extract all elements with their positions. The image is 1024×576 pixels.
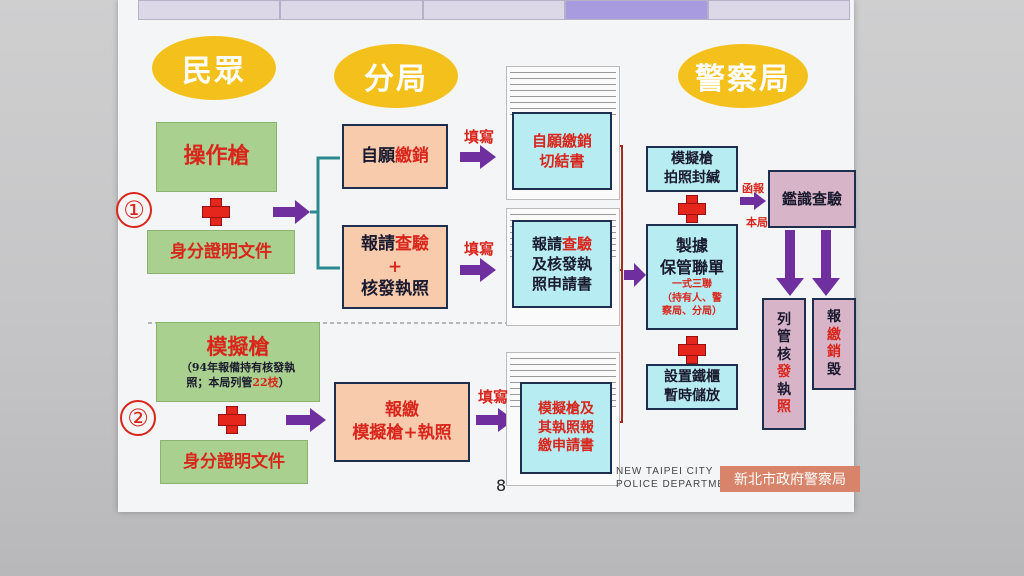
header-people-label: 民眾 <box>182 54 246 89</box>
box-surrender-destroy: 報繳銷毀 <box>812 298 856 390</box>
imitation-note-line1: （94年報備持有核發執 <box>180 361 296 375</box>
box-receipt: 製據 保管聯單 一式三聯 （持有人、警 察局、分局） <box>646 224 738 330</box>
list-char: 執 <box>777 381 791 398</box>
imitation-note-line2: 照；本局列管22枝） <box>186 376 289 391</box>
receipt-line2: 保管聯單 <box>659 257 724 277</box>
forward-label-1: 函報 <box>742 182 764 195</box>
form3-line1: 模擬槍及 <box>538 400 594 417</box>
step-marker-2-text: ② <box>127 404 149 432</box>
tab-strip-cell <box>280 0 423 20</box>
apply-red: 查驗 <box>395 233 429 254</box>
vol-prefix: 自願 <box>361 146 395 167</box>
box-form-inspection: 報請查驗 及核發執 照申請書 <box>512 220 612 308</box>
box-cabinet: 設置鐵櫃 暫時儲放 <box>646 364 738 410</box>
plus-icon <box>678 336 706 364</box>
form3-line3: 繳申請書 <box>538 438 594 455</box>
photo-line2: 拍照封緘 <box>664 170 720 186</box>
receipt-small1: 一式三聯 <box>672 279 712 291</box>
imitation-gun-label: 模擬槍 <box>206 333 270 359</box>
list-char: 照 <box>777 399 791 415</box>
dept-cn-banner: 新北市政府警察局 <box>720 466 860 492</box>
report-line2: 模擬槍+執照 <box>352 423 452 443</box>
inspect-label: 鑑識查驗 <box>781 189 842 208</box>
box-id-doc-2: 身分證明文件 <box>160 440 308 484</box>
list-char: 管 <box>777 329 791 345</box>
form2-line1: 報請查驗 <box>532 234 592 254</box>
destroy-char: 繳 <box>827 326 841 343</box>
box-report-surrender: 報繳 模擬槍+執照 <box>334 382 470 462</box>
header-hq: 警察局 <box>678 44 808 108</box>
tab-strip-cell <box>707 0 851 20</box>
top-tab-strip <box>138 0 851 20</box>
id-doc-1-label: 身分證明文件 <box>170 241 272 262</box>
box-photo-seal: 模擬槍 拍照封緘 <box>646 146 738 192</box>
destroy-char: 報 <box>827 309 841 325</box>
report-line1: 報繳 <box>385 400 419 421</box>
fill-label-2: 填寫 <box>464 240 495 258</box>
header-branch-label: 分局 <box>364 62 428 97</box>
cabinet-line2: 暫時儲放 <box>664 388 720 404</box>
form1-line1: 自願繳銷 <box>531 131 592 150</box>
header-hq-label: 警察局 <box>695 62 791 97</box>
apply-line3: 核發執照 <box>361 279 429 300</box>
step-marker-1-text: ① <box>123 196 145 224</box>
vol-red: 繳銷 <box>395 146 429 167</box>
box-operating-gun: 操作槍 <box>156 122 277 192</box>
operating-gun-label: 操作槍 <box>183 143 250 170</box>
header-people: 民眾 <box>152 36 276 100</box>
list-char: 列 <box>777 311 791 328</box>
step-marker-1: ① <box>116 192 152 228</box>
tab-strip-cell-active <box>565 0 708 20</box>
header-branch: 分局 <box>334 44 458 108</box>
dept-en-line2: POLICE DEPARTMENT <box>616 478 741 490</box>
list-char: 發 <box>777 364 791 380</box>
form2-red: 查驗 <box>562 234 593 253</box>
apply-prefix: 報請 <box>361 233 395 254</box>
fill-label-1: 填寫 <box>464 128 495 146</box>
plus-icon <box>678 195 706 223</box>
plus-icon <box>202 198 230 226</box>
form2-line2: 及核發執 <box>531 254 592 273</box>
cabinet-line1: 設置鐵櫃 <box>664 369 720 386</box>
dept-en-line1: NEW TAIPEI CITY <box>616 466 714 477</box>
box-form-voluntary: 自願繳銷 切結書 <box>512 112 612 190</box>
receipt-small2: （持有人、警 <box>662 292 722 304</box>
forward-label-2: 本局 <box>746 216 768 229</box>
box-forensic-inspection: 鑑識查驗 <box>768 170 856 228</box>
box-imitation-gun: 模擬槍 （94年報備持有核發執 照；本局列管22枝） <box>156 322 320 402</box>
box-list-control: 列管核發執照 <box>762 298 806 430</box>
list-char: 核 <box>777 346 791 363</box>
tab-strip-cell <box>422 0 566 20</box>
voluntary-surrender-text: 自願繳銷 <box>361 145 429 168</box>
destroy-char: 銷 <box>827 344 841 360</box>
dept-en: NEW TAIPEI CITY POLICE DEPARTMENT <box>616 466 740 491</box>
note-end: ） <box>278 376 290 390</box>
fill-label-3: 填寫 <box>478 388 509 406</box>
plus-icon <box>218 406 246 434</box>
note-red: 22枝 <box>252 376 279 390</box>
box-apply-inspection: 報請查驗 + 核發執照 <box>342 225 448 309</box>
receipt-small3: 察局、分局） <box>662 306 722 318</box>
dept-cn-text: 新北市政府警察局 <box>734 472 846 488</box>
box-voluntary-surrender: 自願繳銷 <box>342 124 448 189</box>
box-form-imitation: 模擬槍及 其執照報 繳申請書 <box>520 382 612 474</box>
apply-plus: + <box>387 256 403 277</box>
note-prefix: 照；本局列管 <box>186 376 253 390</box>
form2-line3: 照申請書 <box>531 275 592 294</box>
photo-line1: 模擬槍 <box>671 151 713 168</box>
destroy-char: 毀 <box>827 361 841 378</box>
step-marker-2: ② <box>120 400 156 436</box>
form3-line2: 其執照報 <box>538 419 594 436</box>
page-number: 8 <box>496 476 507 495</box>
receipt-line1: 製據 <box>675 236 708 256</box>
box-id-doc-1: 身分證明文件 <box>147 230 295 274</box>
tab-strip-cell <box>138 0 281 20</box>
form2-prefix: 報請 <box>531 234 562 253</box>
id-doc-2-label: 身分證明文件 <box>183 451 285 472</box>
form1-line2: 切結書 <box>539 152 585 170</box>
apply-line1: 報請查驗 <box>361 233 429 256</box>
